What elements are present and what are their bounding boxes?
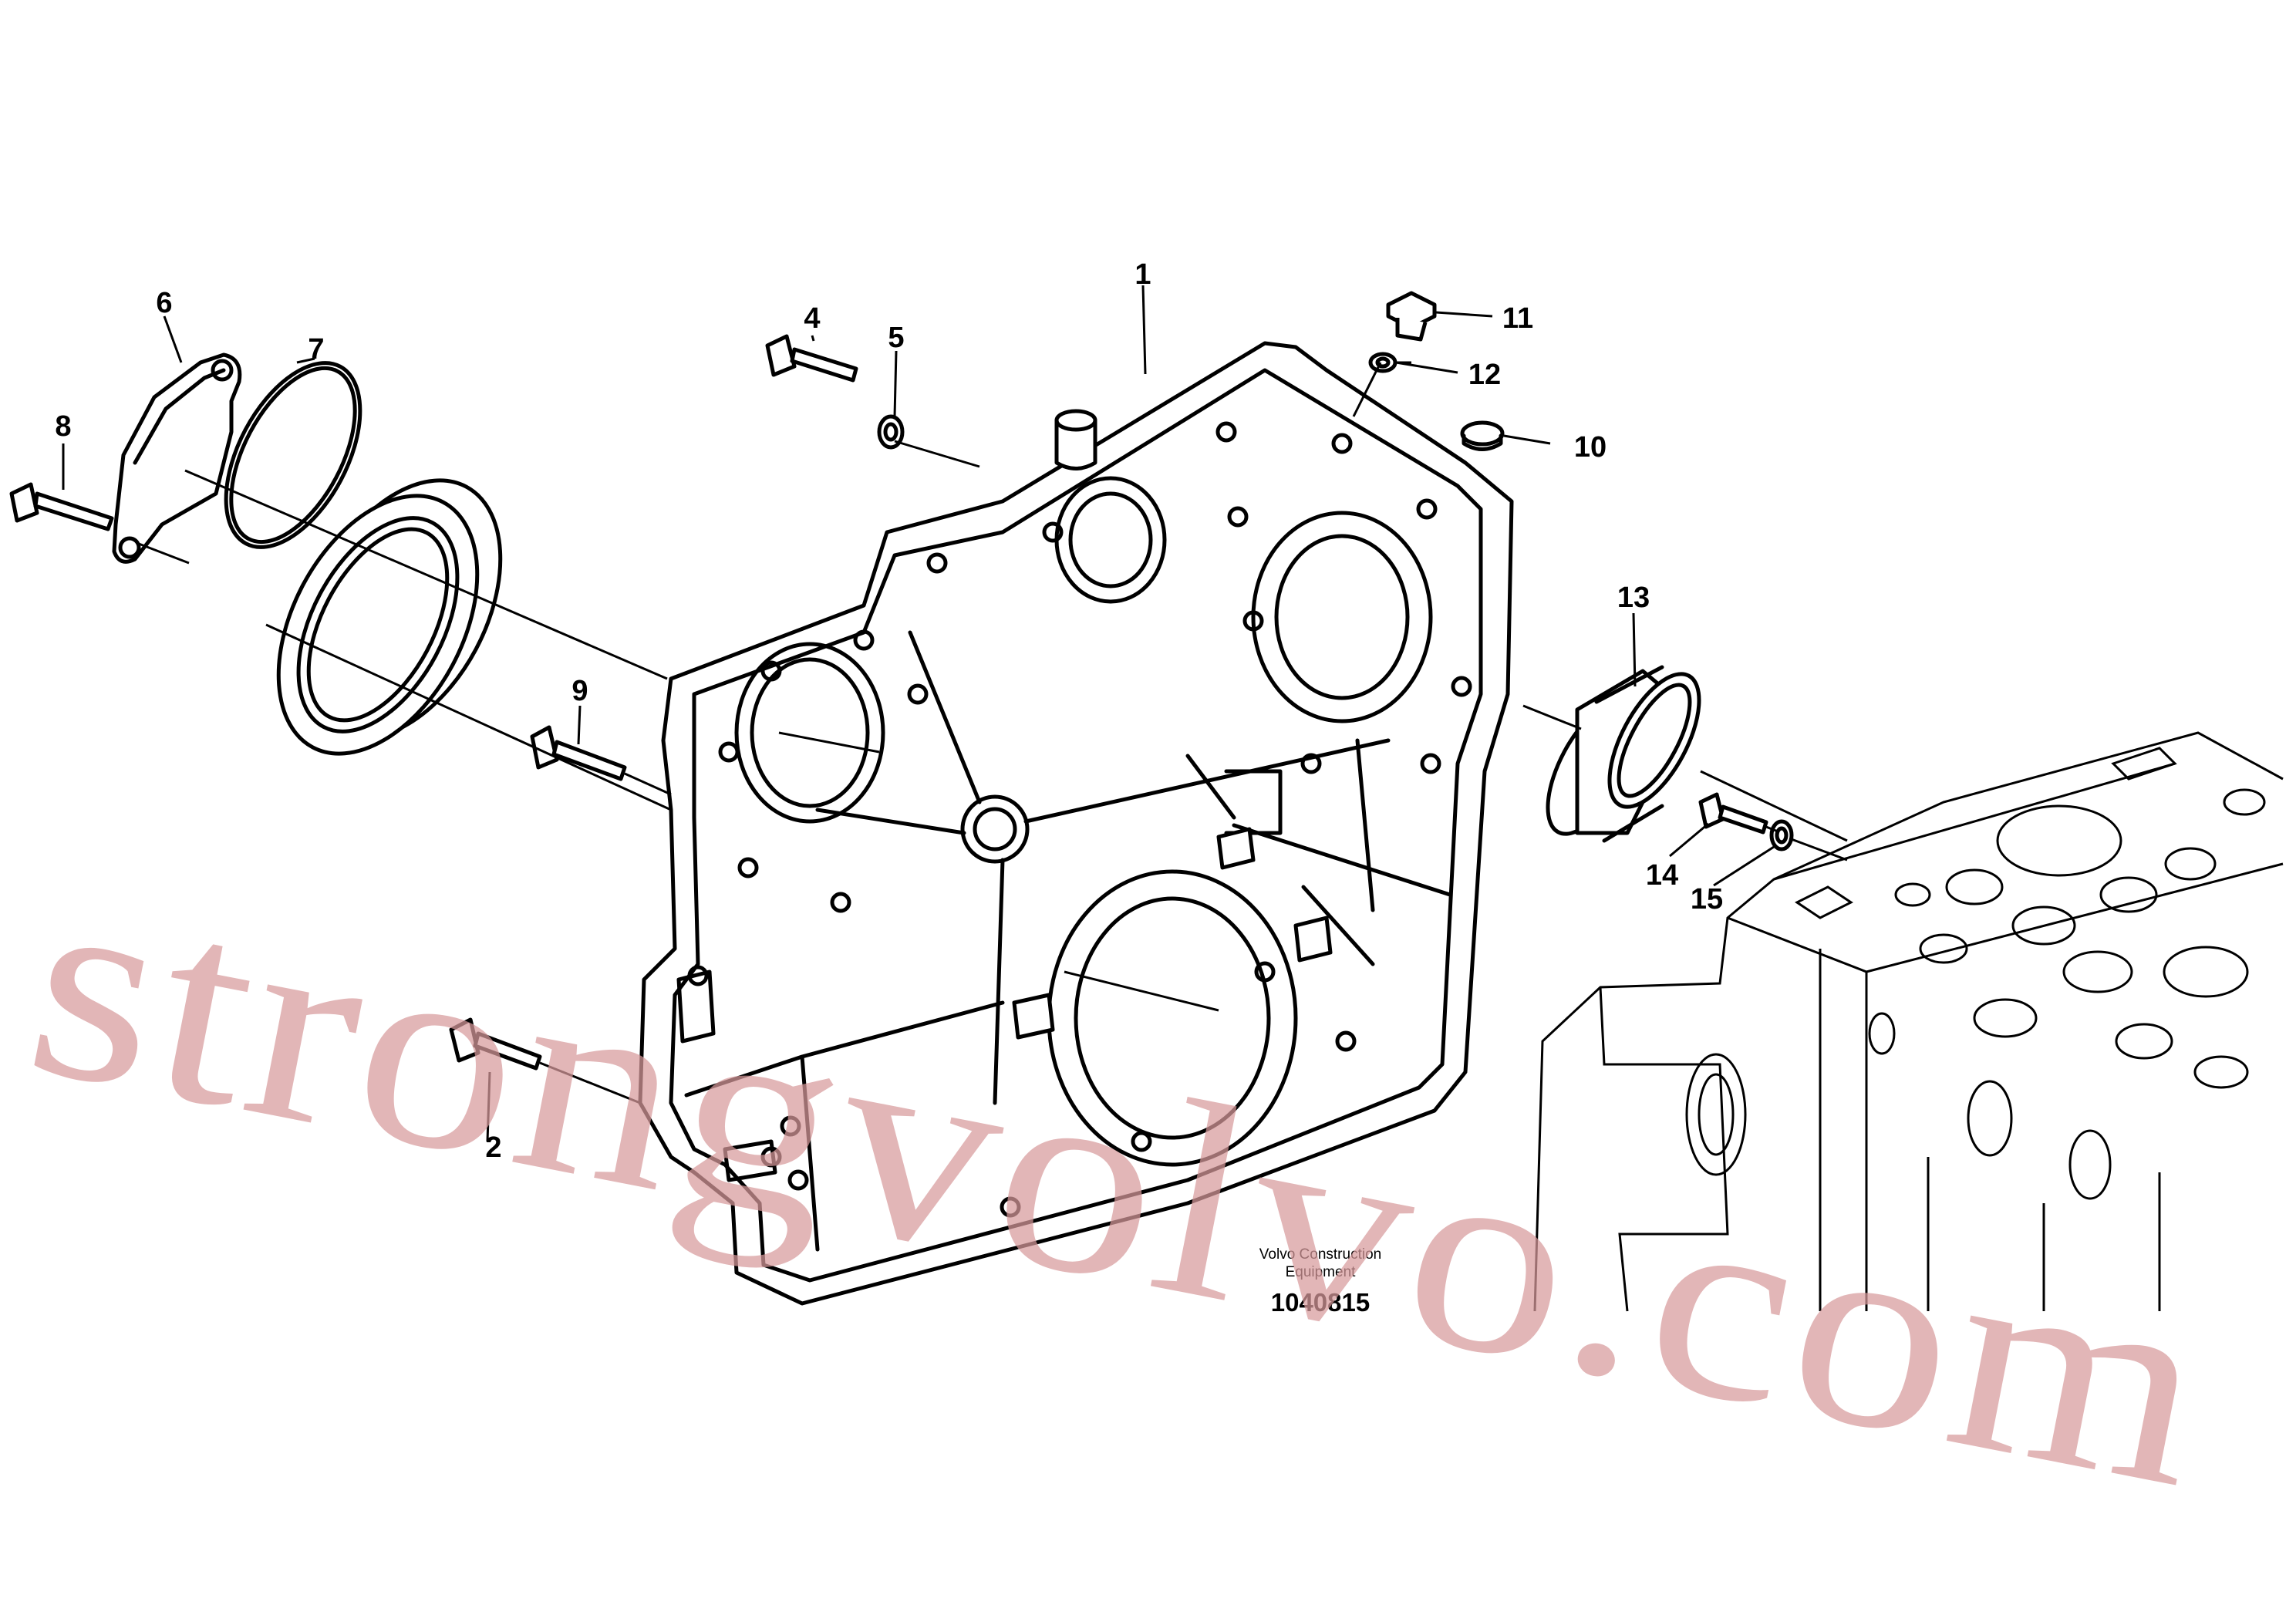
callout-12: 12 <box>1468 359 1501 391</box>
caption-line-1: Volvo Construction <box>1259 1246 1381 1263</box>
callout-labels: 1 2 4 5 6 7 8 9 10 11 12 13 14 15 <box>55 258 1723 1164</box>
engine-block-drawing <box>1533 731 2284 1312</box>
washer-15 <box>1769 819 1794 851</box>
callout-7: 7 <box>308 333 324 366</box>
callout-4: 4 <box>804 302 820 335</box>
callout-13: 13 <box>1617 582 1650 614</box>
callout-5: 5 <box>888 322 904 354</box>
bolt-14 <box>1698 792 1768 835</box>
seal-ring <box>276 478 503 756</box>
bolt-8 <box>9 482 114 531</box>
callout-14: 14 <box>1646 859 1678 892</box>
figure-number: 1040815 <box>1271 1288 1370 1317</box>
callout-2: 2 <box>485 1131 501 1164</box>
callout-11: 11 <box>1502 302 1533 335</box>
bolt-4 <box>765 334 858 383</box>
caption-line-2: Equipment <box>1286 1264 1357 1280</box>
callout-6: 6 <box>156 287 172 319</box>
cover-plate <box>112 352 242 564</box>
leader-lines <box>62 285 1775 1142</box>
sleeve-13 <box>1546 665 1701 843</box>
o-ring <box>224 361 362 549</box>
callout-10: 10 <box>1574 431 1607 464</box>
timing-gear-casing <box>638 341 1514 1306</box>
bolt-2 <box>449 1017 542 1071</box>
diagram-caption: Volvo Construction Equipment 1040815 <box>1259 1246 1381 1317</box>
washer-5 <box>877 414 905 450</box>
bolt-9 <box>530 725 627 781</box>
callout-8: 8 <box>55 410 71 443</box>
callout-15: 15 <box>1691 883 1723 916</box>
plug-11 <box>1386 291 1437 342</box>
assembly-lines <box>138 361 1848 1104</box>
washer-12 <box>1368 352 1397 373</box>
callout-9: 9 <box>571 675 588 707</box>
plug-10 <box>1460 420 1505 451</box>
callout-1: 1 <box>1135 258 1151 291</box>
